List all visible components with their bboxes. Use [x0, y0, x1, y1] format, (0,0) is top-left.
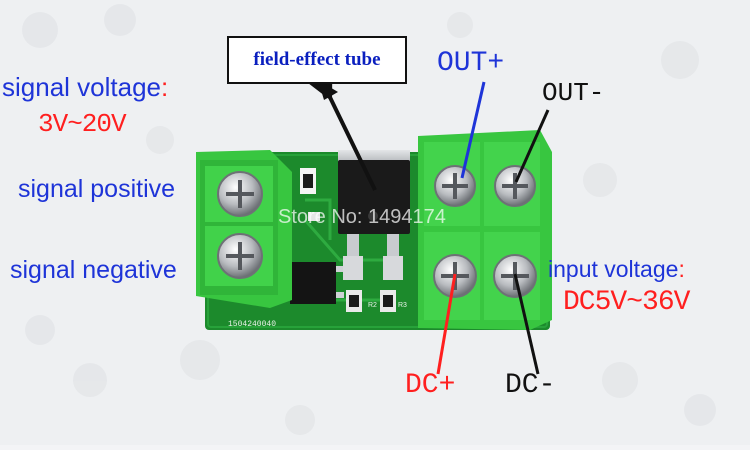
store-watermark: Store No: 1494174 [278, 206, 446, 228]
mosfet-component [338, 150, 410, 280]
silkscreen-r3: R3 [398, 302, 407, 309]
dc-plus-pointer [436, 273, 457, 375]
field-effect-tube-label: field-effect tube [227, 36, 407, 84]
dc-plus-label: DC+ [405, 370, 456, 401]
optocoupler-chip [290, 262, 336, 304]
silkscreen-batch-code: 1504240040 [228, 320, 276, 329]
out-plus-label: OUT+ [437, 48, 505, 79]
signal-negative-label: signal negative [10, 256, 177, 284]
out-minus-pointer [514, 109, 550, 183]
out-minus-label: OUT- [542, 78, 605, 108]
signal-terminal-block [196, 150, 292, 308]
signal-voltage-range: 3V~20V [38, 109, 127, 139]
input-voltage-label: input voltage: [548, 256, 685, 282]
dc-minus-pointer [513, 273, 540, 375]
dc-minus-label: DC- [505, 370, 556, 401]
silkscreen-r2: R2 [368, 302, 377, 309]
signal-positive-label: signal positive [18, 175, 176, 203]
bubble-wrap-texture [22, 4, 716, 435]
power-terminal-block [418, 130, 552, 330]
signal-voltage-label: signal voltage: [2, 72, 169, 102]
fet-callout-arrow [303, 65, 377, 191]
input-voltage-range: DC5V~36V [563, 287, 690, 318]
out-plus-pointer [460, 81, 486, 179]
